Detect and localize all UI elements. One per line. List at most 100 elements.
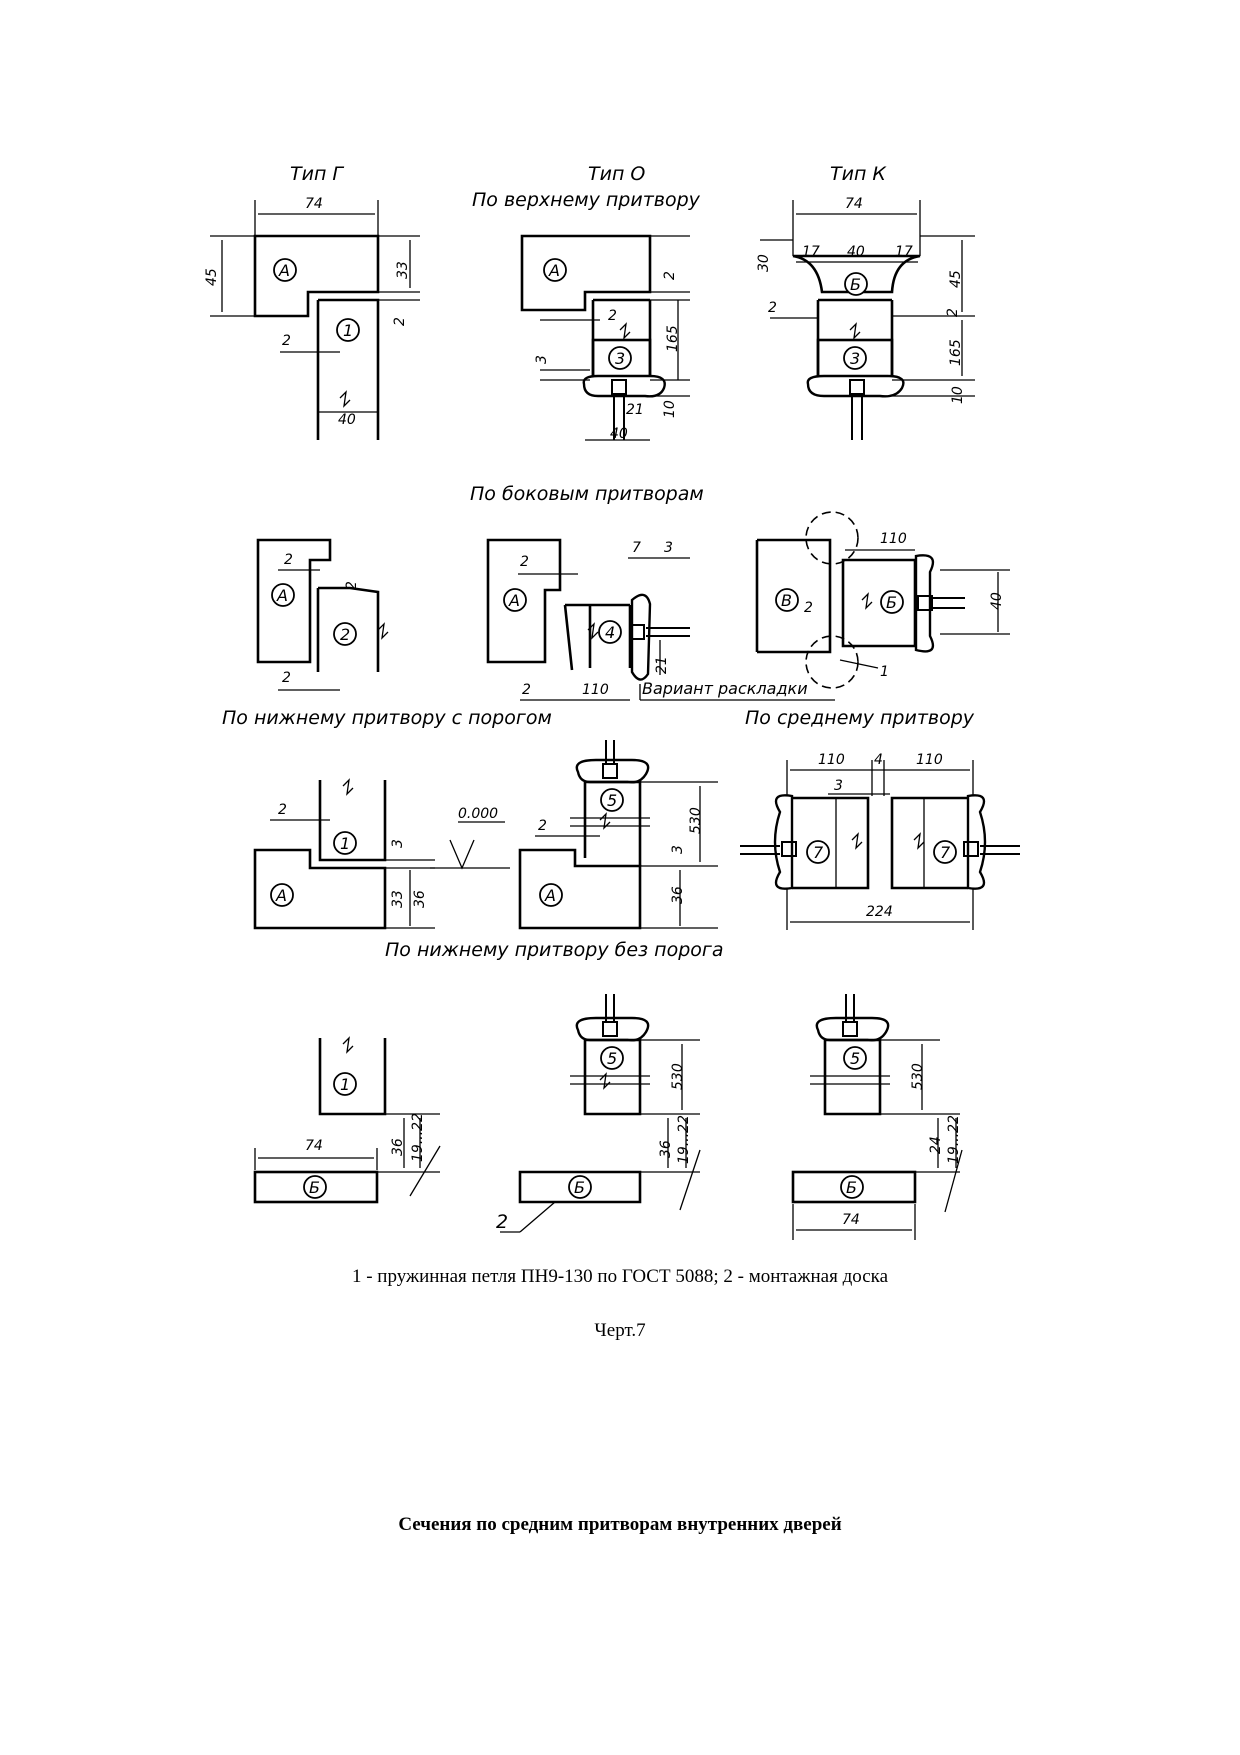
svg-text:530: 530 [688,807,704,834]
bottom-no-threshold-middle: 530 36 19...22 2 5 Б [496,994,701,1233]
svg-text:2: 2 [804,600,813,616]
svg-text:Б: Б [886,593,897,612]
svg-text:В: В [781,591,792,610]
svg-text:2: 2 [945,308,961,317]
bottom-threshold-middle: 530 36 3 2 А 5 [518,740,718,930]
svg-text:Б: Б [846,1178,857,1197]
svg-text:74: 74 [305,196,323,212]
side-rebate-left: 2 2 2 А 2 [256,538,389,691]
svg-text:2: 2 [768,300,777,316]
svg-text:5: 5 [607,1049,617,1068]
svg-text:74: 74 [842,1212,860,1228]
svg-text:36: 36 [390,1138,406,1156]
svg-text:7: 7 [813,843,824,862]
svg-text:2: 2 [538,818,547,834]
svg-text:2: 2 [282,670,291,686]
svg-text:530: 530 [910,1063,926,1090]
svg-text:Б: Б [574,1178,585,1197]
svg-text:1: 1 [340,1075,350,1094]
svg-text:3: 3 [850,349,860,368]
svg-text:2: 2 [608,308,617,324]
svg-text:5: 5 [850,1049,860,1068]
top-rebate-heading: По верхнему притвору [472,189,701,211]
svg-text:19...22: 19...22 [676,1115,692,1164]
svg-text:2: 2 [278,802,287,818]
svg-text:110: 110 [916,752,943,768]
svg-text:165: 165 [948,339,964,366]
svg-text:40: 40 [338,412,356,428]
svg-text:40: 40 [610,426,628,442]
svg-text:165: 165 [665,325,681,352]
svg-text:40: 40 [847,244,865,260]
type-k-section: 74 17 40 17 30 45 2 165 10 2 Б 3 [756,196,975,440]
svg-text:7: 7 [940,843,951,862]
svg-text:21: 21 [654,656,670,674]
svg-text:110: 110 [818,752,845,768]
svg-text:Б: Б [850,275,861,294]
type-o-title: Тип О [588,163,645,185]
hinge-leader-number: 1 [880,664,889,680]
drawing-number: Черт.7 [594,1320,646,1341]
svg-text:2: 2 [340,625,350,644]
side-rebate-middle: 2 7 3 21 2 110 А 4 Вариант раскладки [486,538,835,701]
svg-text:2: 2 [282,333,291,349]
layout-variant-label: Вариант раскладки [642,679,808,698]
board-leader-number: 2 [496,1211,508,1233]
svg-text:530: 530 [670,1063,686,1090]
type-g-title: Тип Г [290,163,344,185]
svg-text:74: 74 [845,196,863,212]
svg-text:17: 17 [895,244,913,260]
svg-text:24: 24 [928,1136,944,1154]
svg-text:4: 4 [605,623,615,642]
level-mark: 0.000 [458,806,498,822]
svg-text:3: 3 [834,778,843,794]
svg-text:33: 33 [395,261,411,279]
svg-text:2: 2 [662,271,678,280]
svg-text:45: 45 [948,270,964,288]
svg-text:3: 3 [670,845,686,854]
svg-text:110: 110 [582,682,609,698]
bottom-no-threshold-right: 74 530 24 19...22 5 Б [791,994,963,1240]
side-rebate-right: 110 40 2 1 В Б [755,511,1010,689]
svg-text:10: 10 [950,386,966,404]
svg-text:А: А [508,591,520,610]
svg-text:19...22: 19...22 [946,1115,962,1164]
svg-text:1: 1 [340,834,350,853]
svg-text:2: 2 [392,317,408,326]
type-o-section: 165 2 10 2 3 40 21 А 3 [520,234,690,442]
svg-text:30: 30 [756,254,772,272]
svg-text:40: 40 [989,592,1005,610]
part-a-label: А [278,261,290,280]
svg-text:45: 45 [204,268,220,286]
section-heading: Сечения по средним притворам внутренних … [398,1514,842,1535]
svg-text:Б: Б [309,1178,320,1197]
bottom-no-threshold-heading: По нижнему притвору без порога [385,939,724,961]
svg-text:10: 10 [662,400,678,418]
bottom-no-threshold-left: 74 36 19...22 1 Б [253,1036,441,1204]
svg-text:7: 7 [632,540,641,556]
type-k-title: Тип К [830,163,887,185]
svg-text:36: 36 [412,890,428,908]
part-1-label: 1 [343,321,353,340]
svg-text:А: А [276,586,288,605]
svg-text:33: 33 [390,890,406,908]
side-rebates-heading: По боковым притворам [470,483,704,505]
svg-text:2: 2 [520,554,529,570]
bottom-threshold-left: 2 3 33 36 0.000 А 1 [253,778,510,930]
svg-text:74: 74 [305,1138,323,1154]
technical-drawing: Тип Г Тип О Тип К По верхнему притвору 7… [204,163,1020,1240]
svg-text:А: А [275,886,287,905]
svg-text:3: 3 [664,540,673,556]
svg-text:2: 2 [522,682,531,698]
svg-text:19...22: 19...22 [410,1113,426,1162]
middle-rebate-section: 110 4 110 3 224 7 7 [740,752,1020,930]
svg-text:110: 110 [880,531,907,547]
middle-rebate-heading: По среднему притвору [745,707,975,729]
svg-text:4: 4 [874,752,883,768]
svg-text:А: А [544,886,556,905]
drawing-legend: 1 - пружинная петля ПН9-130 по ГОСТ 5088… [351,1266,889,1287]
svg-text:36: 36 [658,1140,674,1158]
svg-text:36: 36 [670,886,686,904]
bottom-threshold-heading: По нижнему притвору с порогом [222,707,552,729]
svg-text:А: А [548,261,560,280]
